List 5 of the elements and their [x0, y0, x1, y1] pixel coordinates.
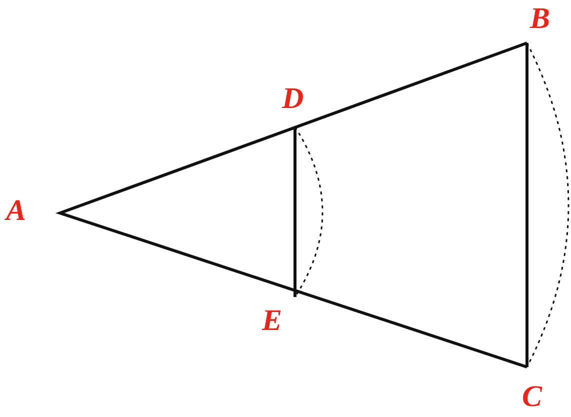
point-label: B [530, 4, 550, 34]
point-label: D [282, 84, 304, 114]
point-label: C [522, 382, 542, 412]
point-label: E [262, 306, 282, 336]
point-label: A [6, 196, 26, 226]
